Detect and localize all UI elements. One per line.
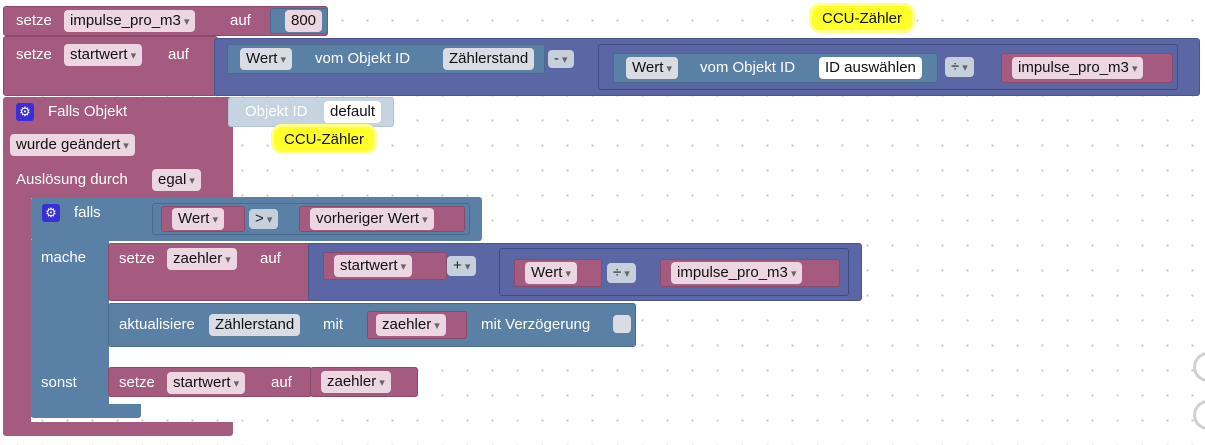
gear-icon[interactable]: ⚙ bbox=[16, 103, 34, 121]
variable-dropdown[interactable]: impulse_pro_m3 bbox=[64, 10, 196, 32]
object-id-field[interactable]: Zählerstand bbox=[443, 48, 535, 70]
operator-dropdown[interactable]: + bbox=[447, 256, 477, 276]
of-object-label: vom Objekt ID bbox=[315, 50, 411, 67]
attribute-dropdown[interactable]: Wert bbox=[240, 48, 292, 70]
zoom-out-icon[interactable] bbox=[1193, 400, 1205, 430]
variable-block[interactable]: startwert bbox=[323, 252, 447, 280]
comment-note[interactable]: CCU-Zähler bbox=[812, 6, 913, 30]
object-id-field[interactable]: Zählerstand bbox=[209, 314, 301, 336]
variable-block[interactable]: vorheriger Wert bbox=[299, 206, 465, 232]
compare-block[interactable]: Wert > vorheriger Wert bbox=[152, 203, 470, 235]
operator-dropdown[interactable]: ÷ bbox=[945, 57, 974, 77]
delay-checkbox[interactable] bbox=[613, 315, 631, 333]
variable-block[interactable]: zaehler bbox=[310, 367, 418, 397]
get-value-block[interactable]: Wert bbox=[514, 259, 602, 287]
set-label: setze bbox=[16, 12, 52, 29]
if-label: falls bbox=[74, 204, 101, 221]
operator-dropdown[interactable]: - bbox=[548, 50, 574, 68]
comment-note[interactable]: CCU-Zähler bbox=[274, 127, 375, 151]
variable-dropdown[interactable]: zaehler bbox=[376, 314, 446, 336]
trigger-block-foot bbox=[3, 422, 233, 436]
get-value-block[interactable]: Wert vom Objekt ID ID auswählen bbox=[613, 53, 938, 83]
variable-block[interactable]: zaehler bbox=[367, 311, 467, 339]
to-label: auf bbox=[271, 374, 292, 391]
gear-icon[interactable]: ⚙ bbox=[42, 204, 60, 222]
to-label: auf bbox=[230, 12, 251, 29]
get-value-block[interactable]: Wert vom Objekt ID Zählerstand bbox=[227, 44, 545, 74]
minus-math-block[interactable]: Wert vom Objekt ID Zählerstand - Wert vo… bbox=[214, 38, 1200, 96]
object-id-field[interactable]: default bbox=[324, 101, 382, 123]
variable-dropdown[interactable]: zaehler bbox=[167, 248, 237, 270]
if-block-spine bbox=[31, 240, 109, 417]
variable-dropdown[interactable]: startwert bbox=[167, 372, 246, 394]
zoom-in-icon[interactable] bbox=[1193, 352, 1205, 382]
trigger-type-dropdown[interactable]: wurde geändert bbox=[10, 134, 135, 156]
operator-dropdown[interactable]: > bbox=[249, 209, 279, 229]
set-zaehler-block[interactable]: setze zaehler auf bbox=[108, 243, 313, 301]
set-startwert-else-block[interactable]: setze startwert auf bbox=[108, 367, 312, 397]
variable-dropdown[interactable]: impulse_pro_m3 bbox=[1012, 57, 1144, 79]
object-id-label: Objekt ID bbox=[245, 103, 308, 120]
trigger-source-dropdown[interactable]: egal bbox=[152, 169, 201, 191]
with-label: mit bbox=[323, 316, 343, 333]
to-label: auf bbox=[260, 250, 281, 267]
attribute-dropdown[interactable]: Wert bbox=[626, 57, 678, 79]
set-startwert-block[interactable]: setze startwert auf bbox=[3, 36, 218, 96]
trigger-source-label: Auslösung durch bbox=[16, 171, 128, 188]
to-label: auf bbox=[168, 46, 189, 63]
variable-dropdown[interactable]: startwert bbox=[64, 44, 143, 66]
trigger-title: Falls Objekt bbox=[48, 103, 128, 120]
update-label: aktualisiere bbox=[119, 316, 195, 333]
delay-label: mit Verzögerung bbox=[481, 316, 591, 333]
else-label: sonst bbox=[41, 374, 77, 391]
variable-dropdown[interactable]: vorheriger Wert bbox=[310, 208, 434, 230]
variable-block[interactable]: impulse_pro_m3 bbox=[660, 259, 840, 287]
plus-math-block[interactable]: startwert + Wert ÷ impulse_pro_m3 bbox=[308, 243, 862, 301]
trigger-block-spine bbox=[3, 196, 31, 426]
do-label: mache bbox=[41, 249, 87, 266]
if-block-foot bbox=[31, 404, 141, 418]
of-object-label: vom Objekt ID bbox=[700, 59, 796, 76]
object-id-field[interactable]: ID auswählen bbox=[819, 57, 922, 79]
attribute-dropdown[interactable]: Wert bbox=[172, 208, 224, 230]
set-label: setze bbox=[119, 250, 155, 267]
object-id-block[interactable]: Objekt ID default bbox=[228, 97, 394, 127]
number-block[interactable]: 800 bbox=[270, 8, 328, 34]
operator-dropdown[interactable]: ÷ bbox=[607, 263, 636, 283]
attribute-dropdown[interactable]: Wert bbox=[525, 262, 577, 284]
set-label: setze bbox=[119, 374, 155, 391]
get-value-block[interactable]: Wert bbox=[161, 206, 245, 232]
number-field[interactable]: 800 bbox=[285, 10, 323, 32]
variable-dropdown[interactable]: startwert bbox=[334, 255, 413, 277]
update-state-block[interactable]: aktualisiere Zählerstand mit zaehler mit… bbox=[108, 303, 636, 347]
divide-math-block[interactable]: Wert vom Objekt ID ID auswählen ÷ impuls… bbox=[598, 44, 1178, 90]
variable-dropdown[interactable]: zaehler bbox=[321, 371, 391, 393]
variable-dropdown[interactable]: impulse_pro_m3 bbox=[671, 262, 803, 284]
divide-math-block[interactable]: Wert ÷ impulse_pro_m3 bbox=[499, 248, 849, 296]
set-label: setze bbox=[16, 46, 52, 63]
set-impulse-block[interactable]: setze impulse_pro_m3 auf 800 bbox=[3, 6, 328, 36]
variable-block[interactable]: impulse_pro_m3 bbox=[1001, 53, 1173, 83]
